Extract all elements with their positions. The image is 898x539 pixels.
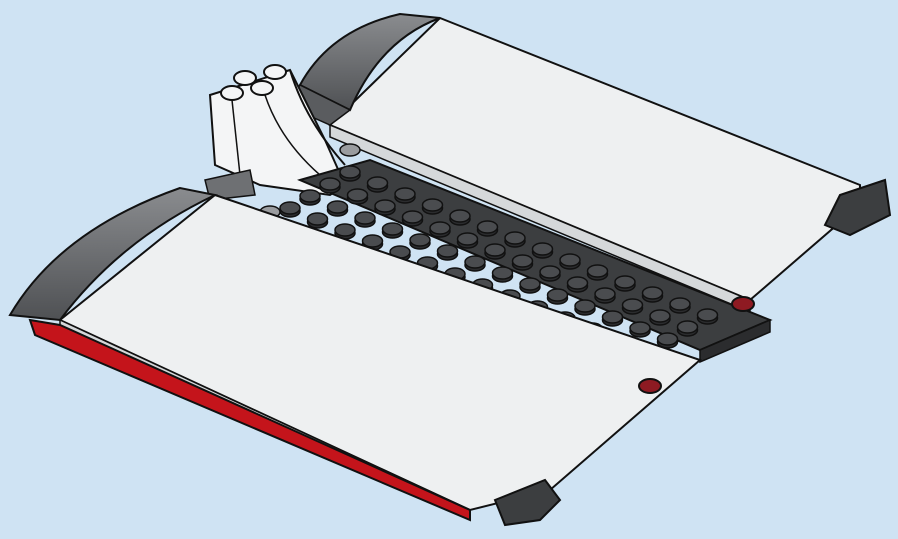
red-studs bbox=[638, 296, 755, 394]
stud-top bbox=[374, 199, 396, 213]
front-ramp-slope bbox=[8, 186, 219, 322]
stud-top bbox=[394, 187, 416, 201]
front-end-plate bbox=[493, 478, 562, 527]
stud-top bbox=[456, 232, 479, 246]
stud-top bbox=[601, 310, 624, 324]
stud-top bbox=[346, 188, 369, 202]
stud-top bbox=[629, 321, 651, 335]
stud-top bbox=[421, 198, 444, 212]
stud-top bbox=[539, 265, 561, 279]
stud-top bbox=[279, 201, 301, 215]
stud-top bbox=[299, 189, 321, 203]
stud-top bbox=[621, 298, 644, 312]
stud-top bbox=[586, 264, 609, 278]
white-slope-brick bbox=[208, 68, 347, 197]
stud-top bbox=[669, 297, 691, 311]
stud-top bbox=[484, 243, 506, 257]
stud-top bbox=[531, 242, 554, 256]
stud-top bbox=[641, 286, 664, 300]
stud-top bbox=[361, 234, 384, 248]
red-edge-stripe bbox=[28, 318, 471, 522]
center-plate-studs bbox=[279, 165, 719, 361]
stud-top bbox=[511, 254, 534, 268]
stud-top bbox=[656, 332, 679, 346]
stud-top bbox=[401, 210, 424, 224]
stud-top bbox=[464, 255, 486, 269]
stud-top bbox=[676, 320, 699, 334]
stud-top bbox=[429, 221, 451, 235]
stud-top bbox=[381, 222, 404, 236]
stud-top bbox=[449, 209, 471, 223]
stud-top bbox=[354, 211, 376, 225]
stud-top bbox=[326, 200, 349, 214]
stud-top bbox=[566, 276, 589, 290]
stud-top bbox=[546, 288, 569, 302]
stud-top bbox=[519, 277, 541, 291]
stud-top bbox=[339, 165, 361, 179]
stud-top bbox=[696, 308, 719, 322]
stud-top bbox=[366, 176, 389, 190]
white-brick-studs bbox=[220, 64, 287, 101]
stud-top bbox=[409, 233, 431, 247]
stud-top bbox=[649, 309, 671, 323]
stud-top bbox=[614, 275, 636, 289]
stud-top bbox=[334, 223, 356, 237]
stud-top bbox=[574, 299, 596, 313]
stud-top bbox=[559, 253, 581, 267]
stud-top bbox=[504, 231, 526, 245]
stud-top bbox=[436, 244, 459, 258]
stud-top bbox=[476, 220, 499, 234]
stud-top bbox=[319, 177, 341, 191]
stud-top bbox=[491, 266, 514, 280]
hinge-pieces bbox=[204, 143, 361, 219]
stud-top bbox=[594, 287, 616, 301]
stud-top bbox=[306, 212, 329, 226]
back-end-plate bbox=[823, 178, 892, 237]
